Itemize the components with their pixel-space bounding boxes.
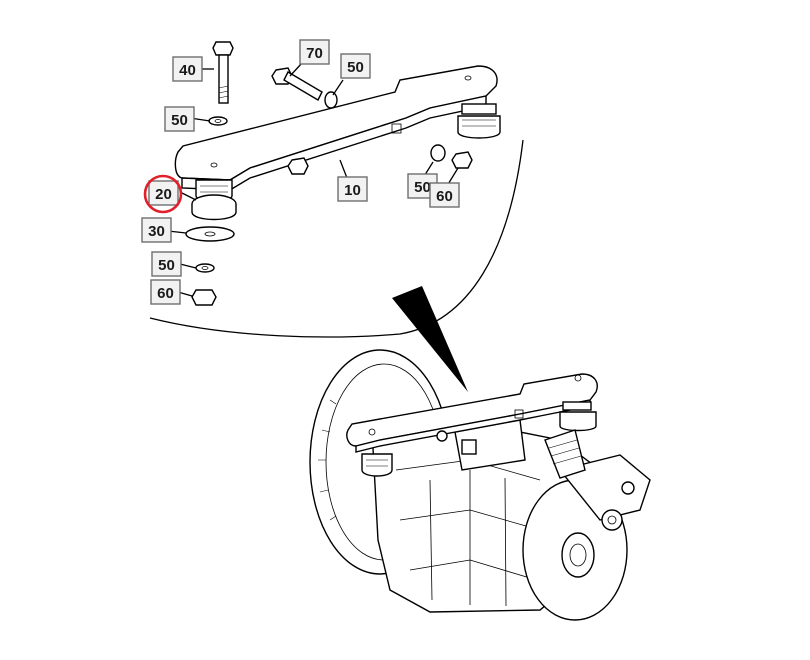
detail-pointer: [392, 286, 468, 392]
nut-60-lower: [191, 289, 217, 306]
callout-20[interactable]: 20: [143, 174, 183, 214]
callout-40[interactable]: 40: [172, 56, 203, 82]
callout-50-top-right[interactable]: 50: [340, 53, 371, 79]
nut-bracket-side: [287, 157, 309, 175]
washer-50-upper: [208, 116, 228, 126]
callout-10[interactable]: 10: [337, 176, 368, 202]
callout-60-right-label: 60: [436, 188, 453, 205]
transmission-assembly: [309, 349, 651, 621]
callout-30[interactable]: 30: [141, 217, 172, 243]
callout-50-top-right-label: 50: [347, 59, 364, 76]
detail-bubble-outline: [149, 139, 524, 338]
callout-60-right[interactable]: 60: [429, 182, 460, 208]
callout-20-label: 20: [155, 186, 172, 203]
washer-50-lower: [195, 263, 215, 273]
callout-30-label: 30: [148, 223, 165, 240]
callout-20-highlight-ring: [143, 174, 183, 214]
callout-50-upper-left-label: 50: [171, 112, 188, 129]
bolt-70: [271, 67, 323, 101]
callout-10-label: 10: [344, 182, 361, 199]
nut-60-right: [451, 151, 473, 169]
rubber-mount-right: [457, 103, 501, 139]
callout-70[interactable]: 70: [299, 39, 330, 65]
callout-40-label: 40: [179, 62, 196, 79]
callout-50-upper-left[interactable]: 50: [164, 106, 195, 132]
callout-60-lower[interactable]: 60: [150, 279, 181, 305]
callout-60-lower-label: 60: [157, 285, 174, 302]
washer-50-lower-right: [430, 144, 446, 162]
callout-50-lower-left[interactable]: 50: [151, 251, 182, 277]
plate-washer-30: [185, 226, 235, 242]
callout-50-lower-right-label: 50: [414, 179, 431, 196]
washer-50-right: [324, 91, 338, 109]
callout-70-label: 70: [306, 45, 323, 62]
callout-50-lower-left-label: 50: [158, 257, 175, 274]
bolt-40: [212, 41, 234, 104]
